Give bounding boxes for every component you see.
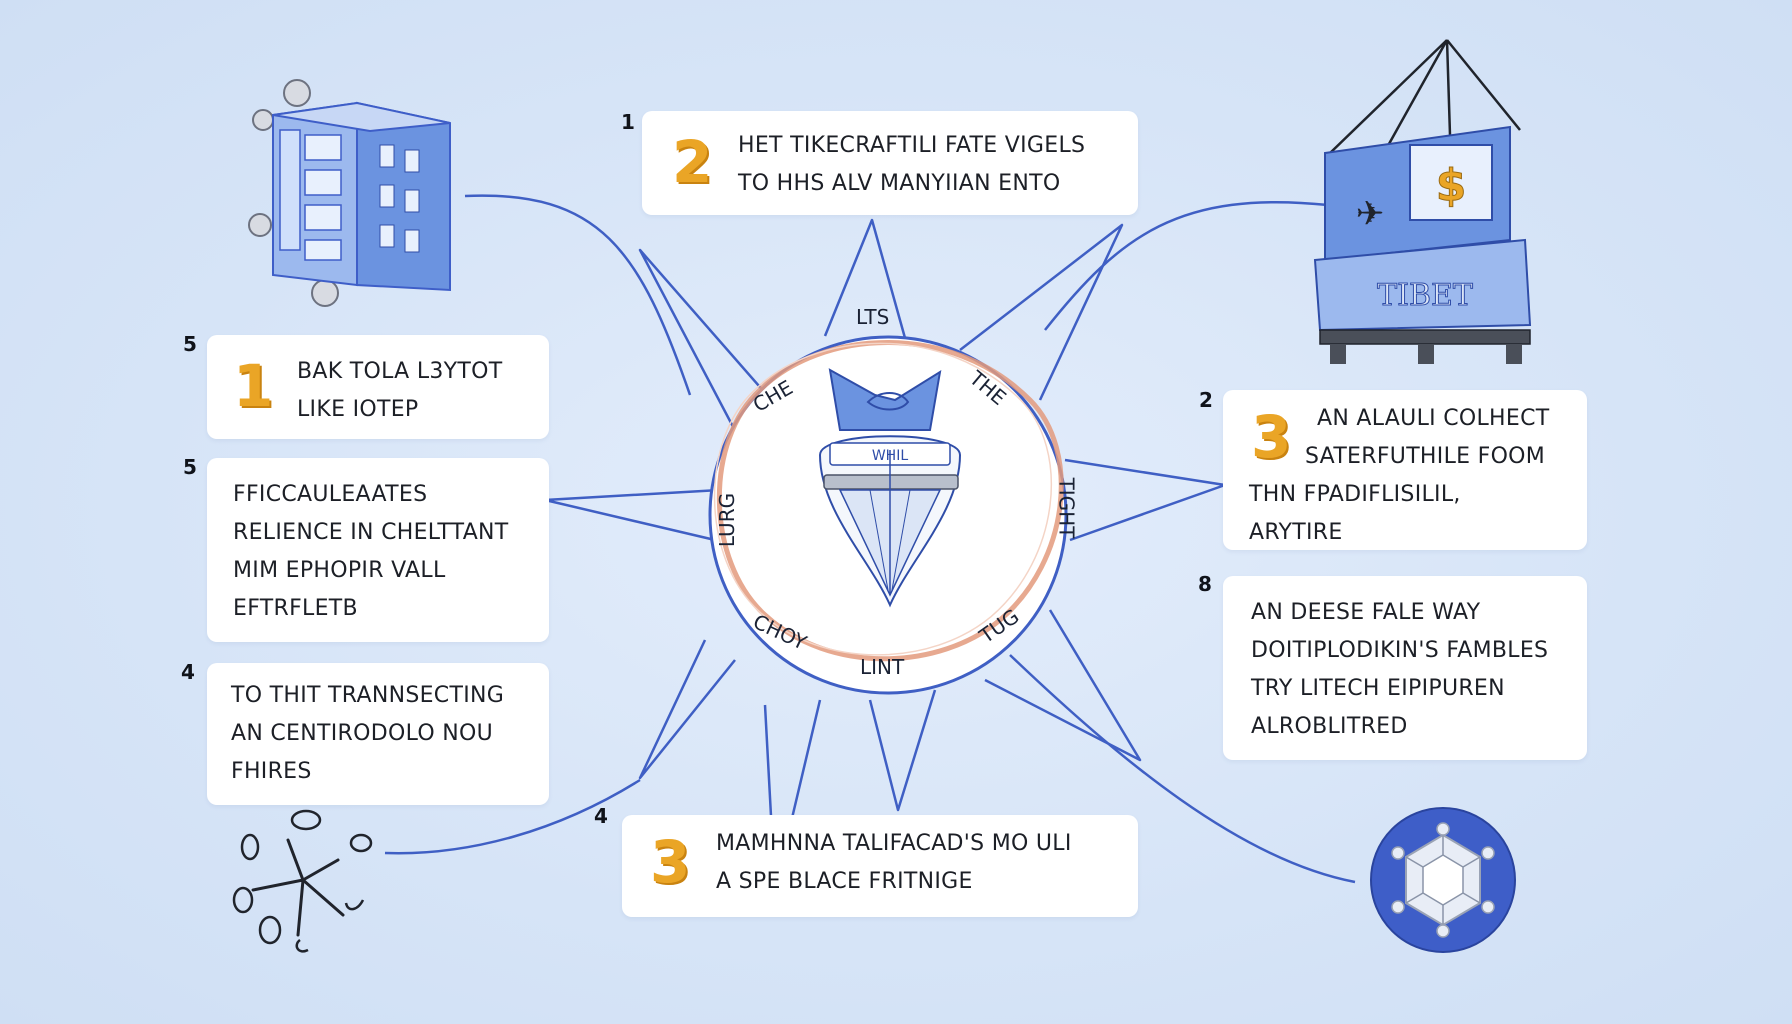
hub-ring [716,340,1064,662]
hub-label-top: LTS [856,305,890,329]
info-card: AN DEESE FALE WAY DOITIPLODIKIN'S FAMBLE… [1223,576,1587,760]
crate-label: TIBET [1377,278,1473,313]
card-line: RELIENCE IN CHELTTANT [233,520,509,545]
card-number: 3 [1251,403,1292,471]
card-line: A SPE BLACE FRITNIGE [716,869,973,894]
card-line: TO THIT TRANNSECTING [231,683,505,708]
card-line: SATERFUTHILE FOOM [1305,444,1546,469]
office-building-icon [248,79,451,307]
plane-symbol: ✈ [1356,194,1385,234]
card-number: 3 [650,828,691,896]
card-line: FHIRES [231,759,312,784]
card-line: AN DEESE FALE WAY [1251,600,1481,625]
index-number: 5 [183,455,197,479]
shield-emblem-icon: WHIL [818,368,962,608]
card-line: LIKE IOTEP [297,397,419,422]
connector-building [464,194,692,396]
index-number: 2 [1199,388,1213,412]
card-number: 2 [672,128,713,196]
molecule-icon [232,809,373,953]
hub-label-bottom: LINT [860,655,905,679]
card-line: FFICCAULEAATES [233,482,428,507]
connector-network [1009,654,1356,884]
info-card: 1 BAK TOLA L3YTOT LIKE IOTEP [207,335,549,439]
index-number: 5 [183,332,197,356]
card-line: MAMHNNA TALIFACAD'S MO ULI [716,831,1072,856]
network-badge-icon [1370,807,1516,953]
info-card: TO THIT TRANNSECTING AN CENTIRODOLO NOU … [207,663,549,805]
index-number: 4 [594,804,608,828]
card-line: THN FPADIFLISILIL, [1249,482,1461,507]
card-line: TO HHS ALV MANYIIAN ENTO [738,171,1061,196]
card-line: AN ALAULI COLHECT [1317,406,1550,431]
card-line: BAK TOLA L3YTOT [297,359,503,384]
card-line: HET TIKECRAFTILI FATE VIGELS [738,133,1086,158]
connector-cargo [1044,200,1329,331]
dollar-sign: $ [1436,160,1467,211]
index-number: 4 [181,660,195,684]
card-number: 1 [233,352,274,420]
card-line: DOITIPLODIKIN'S FAMBLES [1251,638,1549,663]
connector-flower [384,778,641,855]
hub-label-right: TIGHT [1054,477,1079,539]
info-card: 2 HET TIKECRAFTILI FATE VIGELS TO HHS AL… [642,111,1138,215]
card-line: ARYTIRE [1249,520,1343,545]
emblem-text: WHIL [872,448,908,464]
card-line: TRY LITECH EIPIPUREN [1251,676,1505,701]
card-line: ALROBLITRED [1251,714,1408,739]
hub-label-left: LURG [715,492,740,548]
info-card: 3 AN ALAULI COLHECT SATERFUTHILE FOOM TH… [1223,390,1587,550]
index-number: 8 [1198,572,1212,596]
card-line: AN CENTIRODOLO NOU [231,721,494,746]
cargo-crate-icon: $ ✈ TIBET [1313,39,1532,364]
info-card: 3 MAMHNNA TALIFACAD'S MO ULI A SPE BLACE… [622,815,1138,917]
index-number: 1 [621,110,635,134]
card-line: MIM EPHOPIR VALL [233,558,446,583]
card-line: EFTRFLETB [233,596,358,621]
info-card: FFICCAULEAATES RELIENCE IN CHELTTANT MIM… [207,458,549,642]
